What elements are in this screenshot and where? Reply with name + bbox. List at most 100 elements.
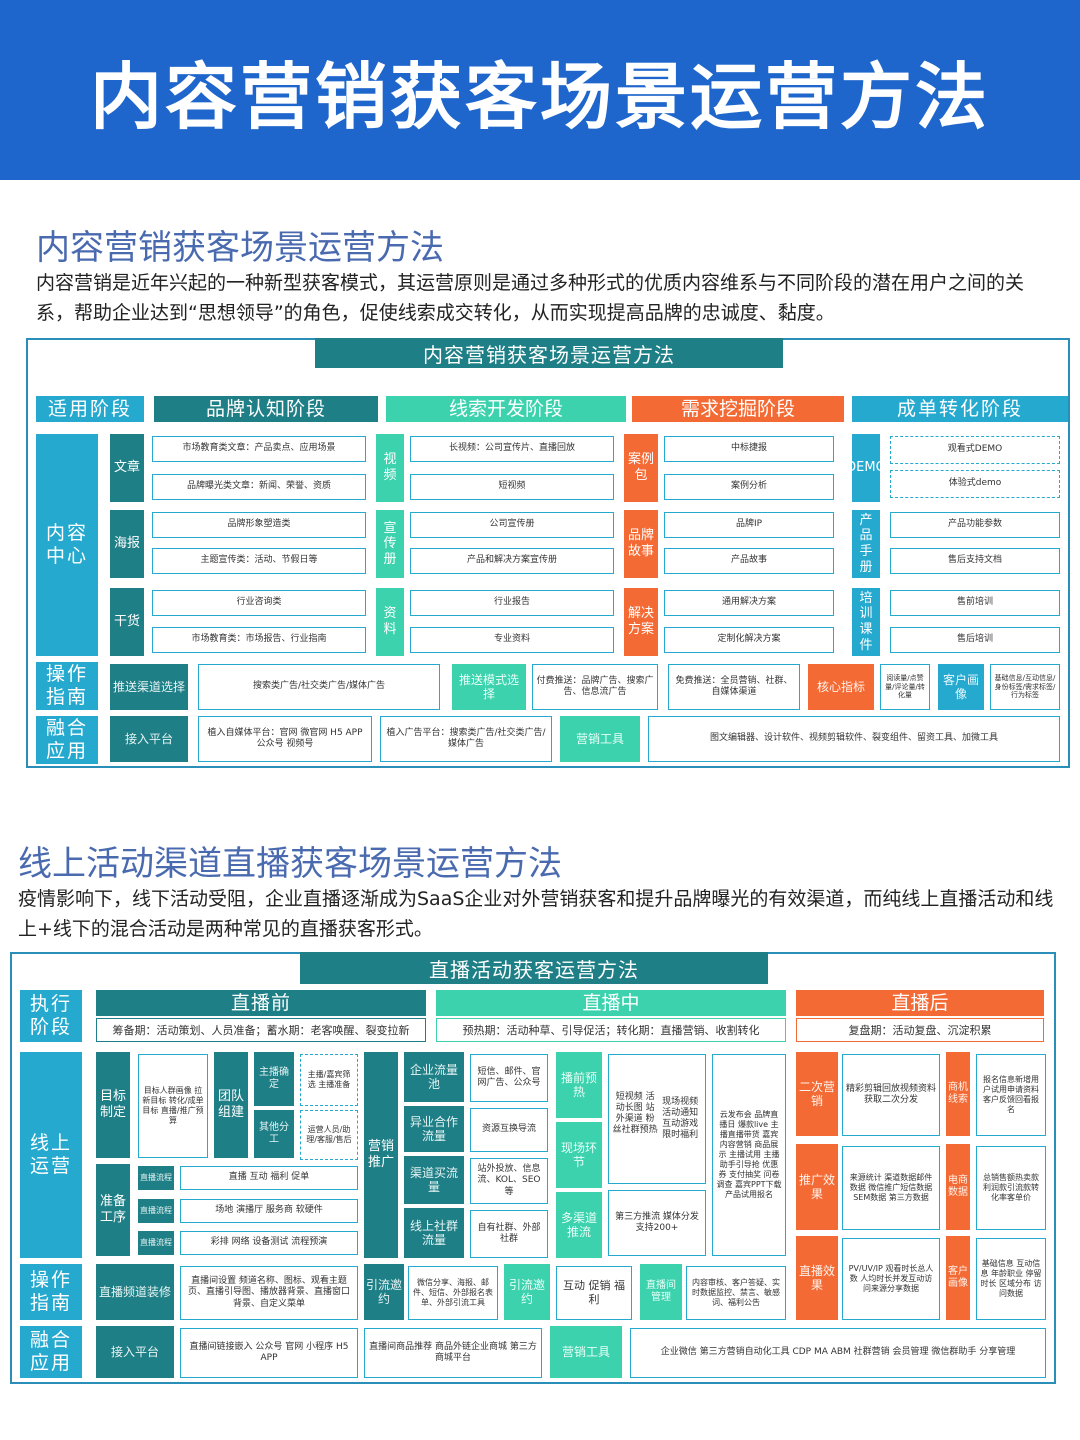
category-video: 视频 — [376, 434, 404, 502]
row-label-guide-2: 操作指南 — [20, 1264, 82, 1320]
promo-source-items: 站外投放、信息流、KOL、SEO等 — [470, 1158, 548, 1204]
brand-item: 品牌形象塑造类 — [152, 512, 366, 538]
lead-item: 长视频：公司宣传片、直播回放 — [410, 436, 614, 462]
prep-process-label: 准备工序 — [96, 1164, 130, 1256]
lead-item: 行业报告 — [410, 590, 614, 616]
host-confirm-label: 主播确定 — [254, 1052, 294, 1106]
promo-source-label: 企业流量池 — [404, 1052, 464, 1102]
promo-source-label: 渠道买流量 — [404, 1156, 464, 1204]
promo-source-label: 线上社群流量 — [404, 1208, 464, 1258]
lead-item: 短视频 — [410, 474, 614, 500]
persona-items-2: 基础信息 互动信息 年龄职业 停留时长 区域分布 访问数据 — [976, 1238, 1046, 1320]
lead-item: 公司宣传册 — [410, 512, 614, 538]
category-brand-story: 品牌故事 — [624, 510, 658, 578]
category-solution: 解决方案 — [624, 588, 658, 656]
row-label-content-center: 内容中心 — [36, 434, 98, 656]
warmup-items: 短视频 活动长图 站外渠道 粉丝社群预热 — [612, 1091, 658, 1136]
lead-item: 专业资料 — [410, 627, 614, 653]
phase-during: 直播中 — [436, 990, 786, 1016]
section2-heading: 线上活动渠道直播获客场景运营方法 — [18, 843, 562, 884]
category-manual: 产品手册 — [852, 510, 880, 578]
stage-header-lead: 线索开发阶段 — [386, 396, 626, 422]
process-tag: 直播流程 — [138, 1231, 174, 1255]
ecommerce-label: 电商数据 — [946, 1144, 970, 1230]
demand-item: 定制化解决方案 — [664, 627, 834, 653]
process-tag: 直播流程 — [138, 1166, 174, 1190]
promo-source-items: 短信、邮件、官网广告、公众号 — [470, 1054, 548, 1102]
channel-decor-items: 直播间设置 频道名称、图标、观看主题页、直播引导图、播放器背景、直播窗口背景、自… — [180, 1266, 358, 1320]
embed-items: 直播间链接嵌入 公众号 官网 小程序 H5 APP — [180, 1328, 358, 1378]
promo-effect-items: 来源统计 渠道数据邮件数据 微信推广短信数据SEM数据 第三方数据 — [842, 1146, 940, 1230]
brand-item: 市场教育类文章：产品卖点、应用场景 — [152, 436, 366, 462]
promo-effect-label: 推广效果 — [796, 1144, 838, 1230]
kpi-items: 阅读量/点赞量/评论量/转化量 — [880, 664, 930, 710]
row-label-online-ops: 线上运营 — [20, 1052, 82, 1258]
category-brochure: 宣传册 — [376, 510, 404, 578]
promo-source-items: 自有社群、外部社群 — [470, 1210, 548, 1258]
phase-after-sub: 复盘期：活动复盘、沉淀积累 — [796, 1018, 1044, 1042]
section2-intro: 疫情影响下，线下活动受阻，企业直播逐渐成为SaaS企业对外营销获客和提升品牌曝光… — [18, 888, 1054, 940]
category-case-pack: 案例包 — [624, 434, 658, 502]
phase-before: 直播前 — [96, 990, 426, 1016]
live-effect-items: PV/UV/IP 观看时长总人数 人均时长并发互动访问来源分享数据 — [842, 1238, 940, 1320]
persona-items: 基础信息/互动信息/身份标签/需求标签/行为标签 — [990, 664, 1060, 710]
goal-items: 目标人群画像 拉新目标 转化/成单目标 直播/推广预算 — [138, 1054, 208, 1158]
category-article: 文章 — [110, 434, 144, 502]
category-guide-docs: 干货 — [110, 588, 144, 656]
demand-item: 中标捷报 — [664, 436, 834, 462]
demand-item: 品牌IP — [664, 512, 834, 538]
room-mgmt-label: 直播间管理 — [640, 1264, 682, 1320]
row-label-fusion: 融合应用 — [36, 716, 98, 764]
secondary-marketing-items: 精彩剪辑回放视频资料获取二次分发 — [842, 1054, 940, 1136]
paid-push: 付费推送：品牌广告、搜索广告、信息流广告 — [532, 664, 658, 710]
self-media-platform: 植入自媒体平台：官网 微官网 H5 APP 公众号 视频号 — [198, 716, 372, 762]
conv-item: 售后支持文档 — [890, 548, 1060, 574]
exec-stage-label: 执行阶段 — [20, 990, 82, 1042]
process-item: 彩排 网络 设备测试 流程预演 — [180, 1231, 358, 1255]
multichannel-items: 第三方推流 媒体分发 支持200+ — [608, 1190, 706, 1256]
push-channels: 搜索类广告/社交类广告/媒体广告 — [198, 664, 440, 710]
section1-intro: 内容营销是近年兴起的一种新型获客模式，其运营原则是通过多种形式的优质内容维系与不… — [36, 272, 1025, 324]
goal-setting-label: 目标制定 — [96, 1052, 130, 1158]
phase-during-sub: 预热期：活动种草、引导促活；转化期：直播营销、收割转化 — [436, 1018, 786, 1042]
process-item: 场地 演播厅 服务商 软硬件 — [180, 1199, 358, 1223]
mall-items: 直播间商品推荐 商品外链企业商城 第三方商城平台 — [364, 1328, 542, 1378]
conv-item: 观看式DEMO — [890, 436, 1060, 464]
section2-box-title: 直播活动获客运营方法 — [300, 952, 768, 984]
lead-item: 产品和解决方案宣传册 — [410, 548, 614, 574]
live-effect-label: 直播效果 — [796, 1236, 838, 1320]
other-roles-items: 运营人员/助理/客服/售后 — [300, 1110, 358, 1160]
stage-header-brand: 品牌认知阶段 — [154, 396, 378, 422]
process-tag: 直播流程 — [138, 1199, 174, 1223]
invite-label: 引流邀约 — [364, 1264, 404, 1320]
free-push: 免费推送：全员营销、社群、自媒体渠道 — [668, 664, 800, 710]
ad-platform: 植入广告平台：搜索类广告/社交类广告/媒体广告 — [380, 716, 552, 762]
process-item: 直播 互动 福利 促单 — [180, 1166, 358, 1190]
demand-item: 通用解决方案 — [664, 590, 834, 616]
banner-title: 内容营销获客场景运营方法 — [0, 0, 1080, 180]
row-label-fusion-2: 融合应用 — [20, 1326, 82, 1378]
persona-label-2: 客户画像 — [946, 1236, 970, 1320]
brand-item: 品牌曝光类文章：新闻、荣誉、资质 — [152, 474, 366, 500]
team-building-label: 团队组建 — [214, 1052, 248, 1158]
persona-label: 客户画像 — [938, 664, 984, 710]
interaction-items: 互动 促销 福利 — [556, 1266, 632, 1320]
phase-after: 直播后 — [796, 990, 1044, 1016]
invite-items: 微信分享、海报、邮件、短信、外部报名表单、外部引流工具 — [408, 1266, 498, 1320]
leads-items: 报名信息新增用户试用申请资料客户反馈回看报名 — [976, 1054, 1046, 1136]
promotion-label: 营销推广 — [364, 1052, 398, 1258]
onsite-items: 现场视频 活动通知 互动游戏 限时福利 — [662, 1096, 699, 1141]
push-mode-label: 推送模式选择 — [452, 664, 526, 710]
brand-item: 市场教育类：市场报告、行业指南 — [152, 627, 366, 653]
warmup-onsite-items: 短视频 活动长图 站外渠道 粉丝社群预热 现场视频 活动通知 互动游戏 限时福利 — [608, 1054, 706, 1184]
category-demo: DEMO — [852, 434, 880, 502]
platform-label: 接入平台 — [110, 716, 188, 762]
brand-item: 行业咨询类 — [152, 590, 366, 616]
stage-header-conversion: 成单转化阶段 — [852, 396, 1068, 422]
conv-item: 体验式demo — [890, 470, 1060, 498]
conv-item: 售前培训 — [890, 590, 1060, 616]
stage-header-demand: 需求挖掘阶段 — [632, 396, 844, 422]
cloud-launch-items: 云发布会 品牌直播日 爆款live 主播直播带货 嘉宾内容营销 商品展示 主播试… — [712, 1054, 786, 1256]
push-channel-label: 推送渠道选择 — [110, 664, 188, 710]
marketing-tools-items: 图文编辑器、设计软件、视频剪辑软件、裂变组件、留资工具、加微工具 — [648, 716, 1060, 762]
